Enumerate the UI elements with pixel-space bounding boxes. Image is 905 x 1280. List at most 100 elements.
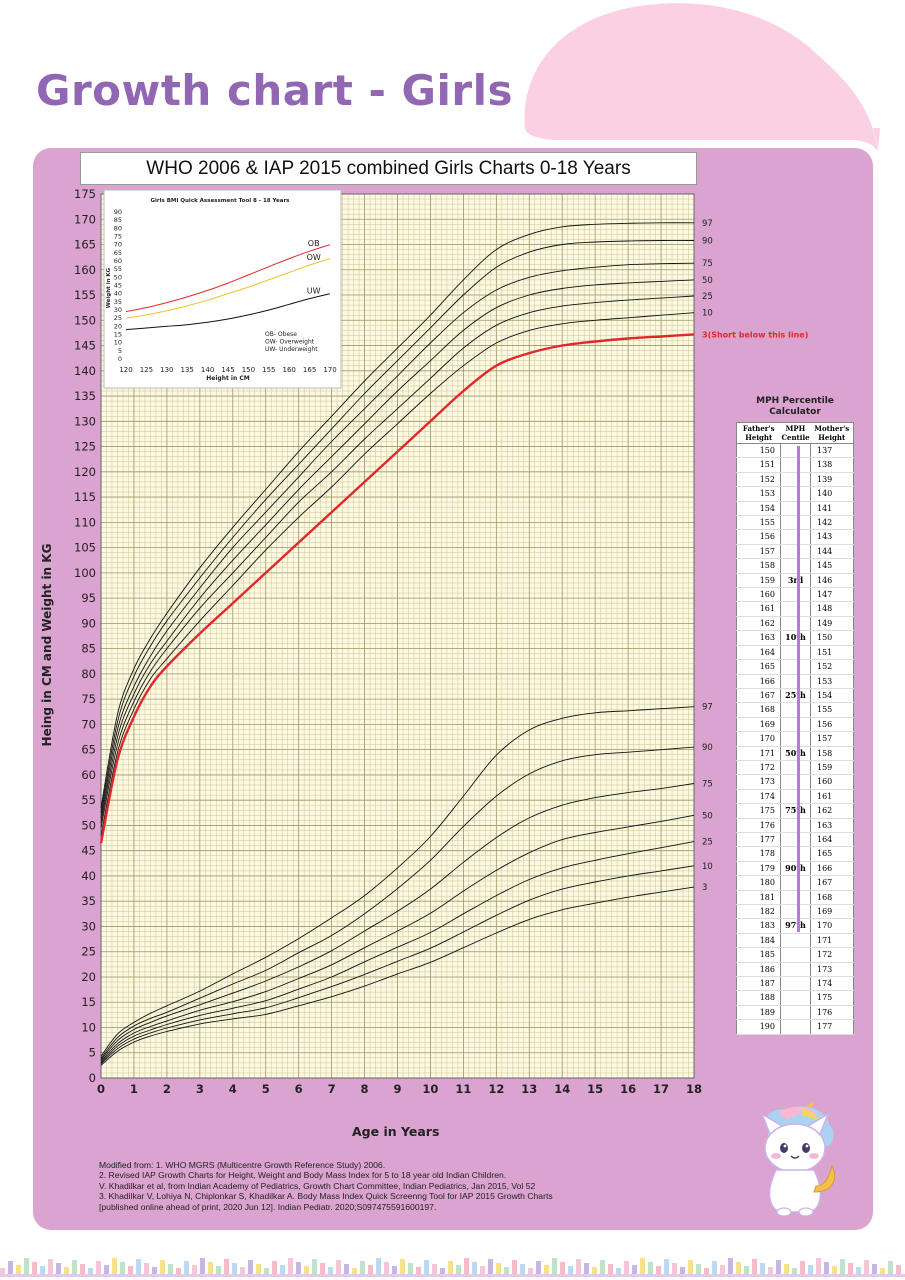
border-decoration: [616, 1268, 621, 1274]
bmi-y-tick-label: 60: [114, 257, 122, 265]
father-height-cell: 183: [736, 918, 781, 934]
mph-centile-cell: [780, 789, 811, 805]
mph-centile-cell: [780, 904, 811, 920]
mph-range-bar: [797, 446, 800, 932]
x-tick-label: 10: [422, 1082, 438, 1096]
bmi-y-tick-label: 65: [114, 249, 122, 257]
border-decoration: [8, 1261, 13, 1274]
weight-curve-label: 25: [702, 838, 713, 848]
y-tick-label: 130: [74, 414, 96, 428]
y-tick-label: 100: [74, 566, 96, 580]
father-height-cell: 177: [736, 832, 781, 848]
border-decoration: [128, 1266, 133, 1274]
bmi-x-tick-label: 130: [160, 366, 173, 374]
border-decoration: [648, 1262, 653, 1274]
height-curve-3: [100, 262, 695, 818]
height-curve-label: 3(Short below this line): [702, 330, 808, 339]
border-decoration: [880, 1268, 885, 1274]
border-decoration: [704, 1268, 709, 1274]
y-tick-label: 15: [81, 995, 96, 1009]
border-decoration: [712, 1261, 717, 1274]
border-decoration: [632, 1265, 637, 1274]
x-tick-label: 5: [262, 1082, 270, 1096]
y-tick-label: 75: [81, 692, 96, 706]
border-decoration: [248, 1260, 253, 1274]
border-decoration: [352, 1268, 357, 1274]
height-curve-label: 50: [702, 276, 713, 286]
mother-height-cell: 174: [810, 976, 854, 992]
height-curve-1: [100, 222, 695, 808]
y-tick-label: 105: [74, 541, 96, 555]
bmi-y-tick-label: 85: [114, 216, 122, 224]
y-tick-label: 115: [74, 490, 96, 504]
bmi-y-tick-label: 70: [114, 241, 122, 249]
bmi-curve-ow: [125, 258, 331, 319]
father-height-cell: 173: [736, 774, 781, 790]
border-decoration: [96, 1261, 101, 1274]
border-decoration: [680, 1267, 685, 1274]
mph-centile-cell: 3rd: [780, 573, 811, 589]
bmi-legend-entry: OW- Overweight: [265, 339, 315, 346]
mph-centile-cell: 90th: [780, 861, 811, 877]
mph-row: 177 164: [736, 832, 854, 848]
mother-height-cell: 146: [810, 573, 854, 589]
border-decoration: [152, 1267, 157, 1274]
border-decoration: [528, 1268, 533, 1274]
height-curve-label: 97: [702, 219, 713, 229]
mph-centile-cell: 97th: [780, 918, 811, 934]
mph-centile-cell: [780, 587, 811, 603]
mother-height-cell: 166: [810, 861, 854, 877]
border-decoration: [792, 1268, 797, 1274]
mph-centile-cell: [780, 659, 811, 675]
bmi-y-tick-label: 20: [114, 322, 122, 330]
mph-centile-cell: 25th: [780, 688, 811, 704]
y-tick-label: 5: [89, 1046, 96, 1060]
father-height-cell: 184: [736, 933, 781, 949]
y-tick-label: 175: [74, 187, 96, 201]
father-height-cell: 167: [736, 688, 781, 704]
mother-height-cell: 164: [810, 832, 854, 848]
border-decoration: [896, 1265, 901, 1274]
weight-curve-label: 50: [702, 811, 713, 821]
border-decoration: [392, 1266, 397, 1274]
border-decoration: [856, 1267, 861, 1274]
mph-centile-cell: [780, 472, 811, 488]
mph-centile-cell: [780, 832, 811, 848]
border-decoration: [312, 1259, 317, 1274]
border-decoration: [720, 1265, 725, 1274]
reference-line: Modified from: 1. WHO MGRS (Multicentre …: [99, 1160, 386, 1170]
border-decoration: [568, 1266, 573, 1274]
bmi-curve-label: OW: [307, 253, 321, 262]
father-height-cell: 150: [736, 443, 781, 459]
reference-line: 3. Khadilkar V, Lohiya N, Chiplonkar S, …: [99, 1191, 553, 1202]
weight-curve-5: [100, 841, 695, 1064]
father-height-cell: 178: [736, 846, 781, 862]
border-decoration: [272, 1261, 277, 1274]
mother-height-cell: 176: [810, 1005, 854, 1021]
bmi-y-tick-label: 40: [114, 290, 122, 298]
bmi-y-tick-label: 15: [114, 331, 122, 339]
bmi-x-tick-label: 150: [242, 366, 255, 374]
weight-curve-label: 10: [702, 862, 713, 872]
y-tick-label: 135: [74, 389, 96, 403]
bmi-y-tick-label: 0: [118, 355, 122, 363]
reference-line: [published online ahead of print, 2020 J…: [99, 1201, 437, 1212]
y-tick-label: 60: [81, 768, 96, 782]
mother-height-cell: 140: [810, 486, 854, 502]
border-decoration: [536, 1261, 541, 1274]
father-height-cell: 179: [736, 861, 781, 877]
y-tick-label: 145: [74, 339, 96, 353]
father-height-cell: 190: [736, 1019, 781, 1035]
mph-centile-cell: [780, 457, 811, 473]
y-tick-label: 170: [74, 212, 96, 226]
